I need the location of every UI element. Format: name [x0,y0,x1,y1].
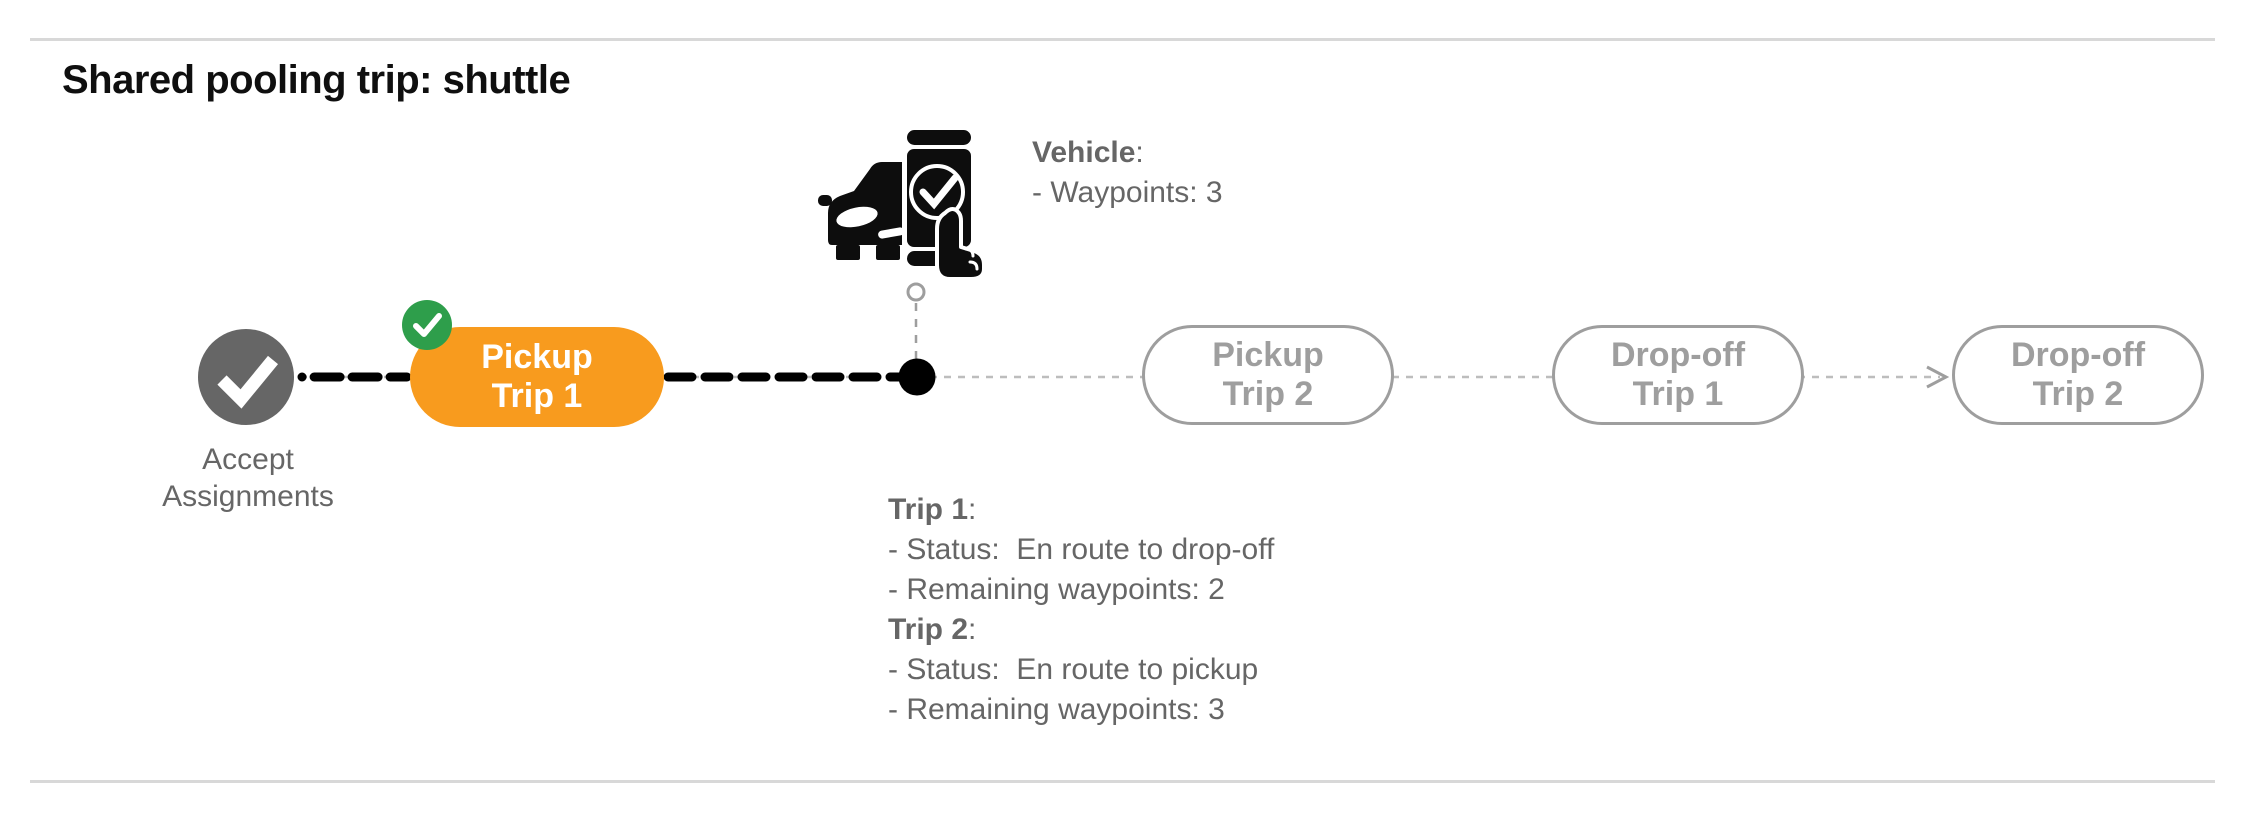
trip-info-panel: Trip 1: - Status: En route to drop-off -… [888,490,1274,730]
current-position-dot [898,358,936,396]
stop-label-line: Pickup [481,338,593,376]
stop-label-line: Drop-off [2010,336,2146,374]
stop-label-line: Trip 1 [1632,375,1724,413]
trip-info-line: - Status: En route to pickup [888,653,1259,686]
vehicle-info-panel: Vehicle: - Waypoints: 3 [1032,133,1223,213]
stop-label-line: Drop-off [1610,336,1746,374]
accept-assignments-label: Accept Assignments [162,443,334,513]
check-badge-icon [413,313,442,337]
car-windshield [836,206,878,228]
trip-section-title: Trip 1: [888,493,977,526]
trip-info-line: - Remaining waypoints: 2 [888,573,1225,606]
completed-badge [402,300,452,350]
car-stripe [878,227,904,239]
check-icon [217,355,279,409]
stop-dropoff-trip-1: Drop-off Trip 1 [1552,325,1804,425]
car-wheel [836,245,860,260]
trip-info-line: - Remaining waypoints: 3 [888,693,1225,726]
stop-label-line: Trip 2 [2032,375,2124,413]
page-title: Shared pooling trip: shuttle [62,58,571,102]
stop-label-line: Trip 1 [491,377,583,415]
trip-info-line: - Status: En route to drop-off [888,533,1275,566]
pointing-hand [935,207,984,279]
vehicle-phone-check-icon [818,125,984,279]
vehicle-info-line: - Waypoints: 3 [1032,176,1223,209]
stop-pickup-trip-2: Pickup Trip 2 [1142,325,1394,425]
top-divider [30,38,2215,41]
phone-check [919,174,959,210]
car-mirror [818,195,832,206]
vehicle-info-title: Vehicle: [1032,136,1144,169]
car-wheel [876,245,900,260]
bottom-divider [30,780,2215,783]
phone-check-ring [909,164,965,220]
node-accept-assignments [198,329,294,425]
trip-section-title: Trip 2: [888,613,977,646]
stop-pickup-trip-1: Pickup Trip 1 [410,327,664,427]
stop-label-line: Trip 2 [1222,375,1314,413]
arrowhead-icon [1926,365,1950,389]
stop-dropoff-trip-2: Drop-off Trip 2 [1952,325,2204,425]
stop-label-line: Pickup [1212,336,1324,374]
vehicle-anchor-ring [906,282,926,302]
